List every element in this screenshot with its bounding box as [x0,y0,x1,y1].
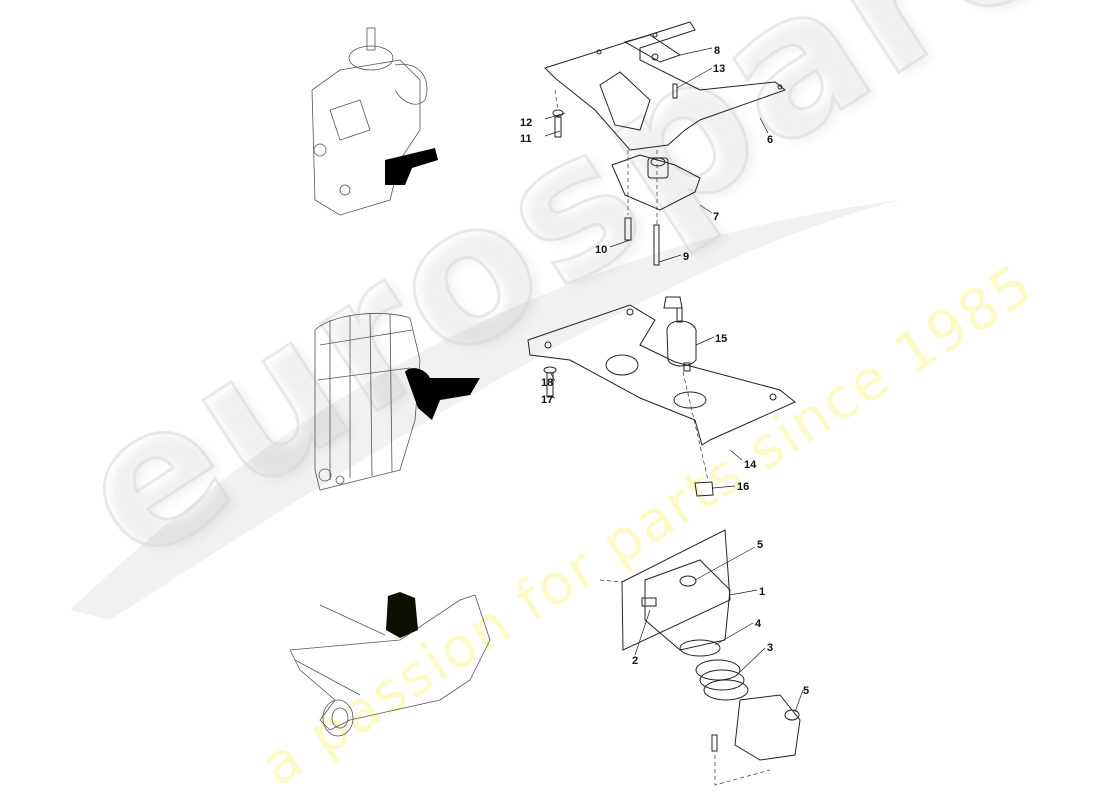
callout-6[interactable]: 6 [767,134,774,146]
callout-11[interactable]: 11 [520,133,532,145]
callout-14[interactable]: 14 [744,459,757,471]
part-1-bracket [621,529,731,651]
subframe-view [289,594,491,737]
callout-8[interactable]: 8 [714,45,721,57]
callout-16[interactable]: 16 [737,481,750,493]
automatic-transmission-view [314,312,421,491]
callout-5-upper[interactable]: 5 [757,539,764,551]
part-9-bolt [653,224,660,266]
part-6-upper-crossmember [544,21,787,151]
callout-12[interactable]: 12 [520,117,533,129]
part-16-nut [694,481,714,497]
callout-9[interactable]: 9 [683,251,690,263]
part-4-plate [679,639,721,657]
callout-17[interactable]: 17 [541,394,554,406]
manual-gearbox-view [311,27,428,216]
part-3-rubber-mount [695,659,749,701]
part-12-washer [552,109,564,117]
part-15-nut [663,296,683,309]
part-11-bolt [554,116,562,138]
part-8-hole [651,53,659,61]
lower-bracket-bolt [711,734,718,752]
callout-4[interactable]: 4 [755,618,762,630]
part-13-bolt [672,83,678,99]
callout-15[interactable]: 15 [715,333,728,345]
callout-2[interactable]: 2 [632,655,639,667]
part-14-crossmember [527,304,796,446]
callout-5-lower[interactable]: 5 [803,685,810,697]
callout-1[interactable]: 1 [759,586,766,598]
callout-10[interactable]: 10 [595,244,608,256]
part-17-bolt [546,372,554,398]
part-10-bolt [624,217,632,241]
manual-gearbox-mount-highlight [385,148,438,185]
lower-bracket [734,694,801,761]
part-5-bushing-upper [679,575,697,587]
callout-leaders [544,47,804,713]
part-5-bushing-lower [784,709,800,721]
part-15-rubber-mount [666,307,697,372]
callout-3[interactable]: 3 [767,642,774,654]
subframe-mount-highlight [386,592,418,638]
automatic-transmission-mount-highlight [405,368,480,420]
callout-18[interactable]: 18 [541,377,554,389]
assembly-axis-lines [554,89,771,786]
callout-13[interactable]: 13 [713,63,726,75]
part-2-bolt [641,597,657,607]
callout-7[interactable]: 7 [713,211,720,223]
part-7-mount [611,154,701,211]
